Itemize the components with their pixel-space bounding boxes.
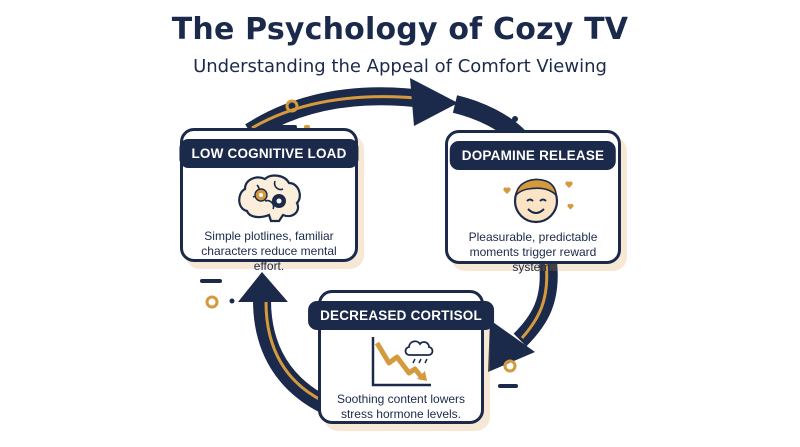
card-dopamine-release: DOPAMINE RELEASE Pleasurable, predictabl… xyxy=(445,130,621,274)
arrowhead-top xyxy=(410,78,458,126)
smiling-face-icon xyxy=(503,178,574,224)
card-label: DOPAMINE RELEASE xyxy=(449,141,617,170)
card-description-line1: Pleasurable, predictable xyxy=(468,230,598,244)
card-low-cognitive-load: LOW COGNITIVE LOAD Simple plotlines, fam… xyxy=(179,128,359,273)
card-description-line1: Simple plotlines, familiar xyxy=(204,229,334,243)
card-decreased-cortisol: DECREASED CORTISOL Soothing content lowe… xyxy=(308,290,494,424)
diagram-subtitle: Understanding the Appeal of Comfort View… xyxy=(193,56,607,77)
card-label: LOW COGNITIVE LOAD xyxy=(179,139,359,168)
arrow-left xyxy=(253,299,330,414)
brain-gears-icon xyxy=(238,174,301,223)
card-description-line1: Soothing content lowers xyxy=(336,392,466,406)
arrowhead-right xyxy=(488,320,535,372)
diagram-title: The Psychology of Cozy TV xyxy=(171,12,629,47)
card-description-line2: stress hormone levels. xyxy=(340,407,462,421)
arrowhead-left xyxy=(238,272,288,302)
declining-graph-cloud-icon xyxy=(371,337,434,387)
card-label: DECREASED CORTISOL xyxy=(308,301,494,330)
card-description-line2: moments trigger reward system. xyxy=(469,245,597,274)
card-description-line2: characters reduce mental effort. xyxy=(201,244,337,273)
